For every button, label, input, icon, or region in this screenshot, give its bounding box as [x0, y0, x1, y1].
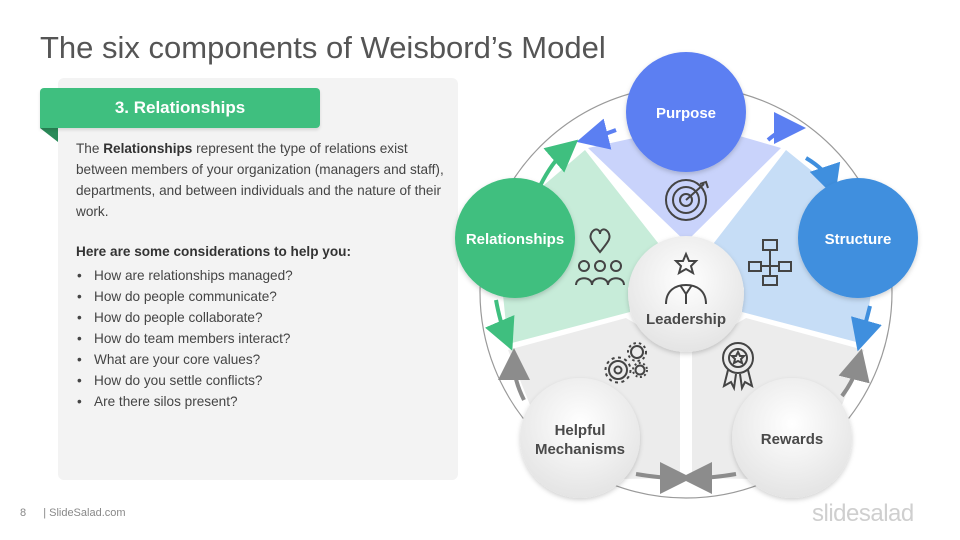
- arrow-relationships-bottom: [484, 299, 515, 351]
- arrow-purpose-structure: [766, 112, 806, 145]
- considerations-heading: Here are some considerations to help you…: [76, 244, 351, 259]
- intro-paragraph: The Relationships represent the type of …: [76, 138, 446, 222]
- purpose-node: Purpose: [626, 52, 746, 172]
- leader-icon: [665, 251, 707, 305]
- purpose-label: Purpose: [656, 105, 716, 122]
- arrow-mechanisms-left: [498, 348, 531, 401]
- arrow-purpose-relationships: [576, 118, 617, 150]
- intro-rest: represent the type of relations exist be…: [76, 141, 444, 219]
- site-credit: | SlideSalad.com: [43, 507, 126, 519]
- considerations-list: How are relationships managed? How do pe…: [76, 265, 293, 412]
- list-item: Are there silos present?: [76, 391, 293, 412]
- arrow-structure-bottom: [851, 305, 882, 352]
- gears-icon: [604, 342, 648, 384]
- leadership-node: Leadership: [628, 236, 744, 352]
- team-handshake-icon: [575, 228, 625, 286]
- list-item: How do team members interact?: [76, 328, 293, 349]
- rewards-node: Rewards: [732, 378, 852, 498]
- relationships-node: Relationships: [455, 178, 575, 298]
- purpose-sector: [588, 124, 781, 242]
- list-item: What are your core values?: [76, 349, 293, 370]
- list-item: How do people communicate?: [76, 286, 293, 307]
- page-title: The six components of Weisbord’s Model: [40, 30, 606, 65]
- mechanisms-label-line1: Helpful: [555, 422, 606, 439]
- target-icon: [665, 179, 709, 221]
- rewards-label: Rewards: [761, 431, 824, 448]
- mechanisms-node: Helpful Mechanisms: [520, 378, 640, 498]
- structure-node: Structure: [798, 178, 918, 298]
- arrow-structure-top: [804, 156, 841, 198]
- tab-fold: [40, 128, 58, 142]
- relationships-label: Relationships: [466, 231, 564, 248]
- org-chart-icon: [748, 239, 792, 286]
- arrow-rewards-right: [838, 348, 870, 398]
- footer: 8 | SlideSalad.com: [20, 507, 126, 519]
- arrow-relationships-top: [538, 139, 579, 187]
- mechanisms-label-line2: Mechanisms: [535, 441, 625, 458]
- structure-label: Structure: [825, 231, 892, 248]
- brand-logo: slidesalad: [812, 500, 914, 527]
- award-ribbon-icon: [722, 342, 754, 392]
- list-item: How do you settle conflicts?: [76, 370, 293, 391]
- page-number: 8: [20, 507, 27, 519]
- arrow-mechanisms-bottom: [635, 461, 692, 494]
- arrow-rewards-bottom: [680, 461, 737, 494]
- list-item: How do people collaborate?: [76, 307, 293, 328]
- intro-prefix: The: [76, 141, 104, 156]
- intro-bold: Relationships: [103, 141, 193, 156]
- list-item: How are relationships managed?: [76, 265, 293, 286]
- section-tab: 3. Relationships: [40, 88, 320, 128]
- leadership-label: Leadership: [646, 311, 726, 328]
